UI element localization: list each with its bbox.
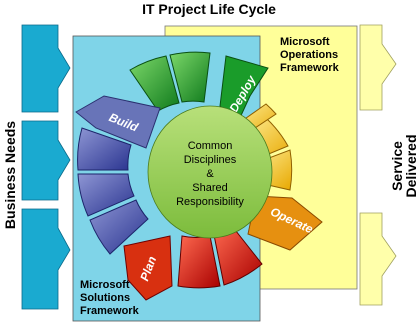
operate-arrow — [247, 195, 323, 251]
service-delivered-line2: Delivered — [403, 134, 418, 197]
deploy-segment-2 — [169, 51, 211, 103]
msf-label-line2: Solutions — [80, 292, 130, 304]
msf-label-line1: Microsoft — [80, 279, 130, 291]
mof-label-line1: Microsoft — [280, 36, 330, 48]
input-arrow-2 — [21, 120, 71, 201]
build-segment-1 — [77, 127, 132, 171]
center-text-line3: & — [206, 168, 214, 180]
center-text-line2: Disciplines — [184, 154, 237, 166]
center-text-line1: Common — [188, 140, 233, 152]
center-text-line5: Responsibility — [176, 196, 244, 208]
mof-label-line3: Framework — [280, 62, 340, 74]
center-circle — [147, 105, 273, 239]
plan-phase: Plan — [123, 235, 173, 301]
deploy-segment-1 — [129, 55, 180, 112]
center-text-line4: Shared — [192, 182, 227, 194]
deploy-arrow — [219, 55, 269, 123]
build-segment-3 — [89, 199, 149, 255]
input-arrow-3 — [21, 208, 71, 310]
input-arrow-1 — [21, 24, 71, 113]
input-arrows — [21, 24, 71, 310]
mof-label-line2: Operations — [280, 49, 338, 61]
diagram-title: IT Project Life Cycle — [142, 1, 276, 17]
build-arrow — [75, 95, 161, 149]
operate-phase: Operate — [247, 195, 323, 251]
output-arrow-2 — [359, 212, 397, 306]
output-arrow-1 — [359, 24, 397, 111]
msf-label-line3: Framework — [80, 305, 140, 317]
service-delivered-line1: Service — [389, 141, 405, 191]
build-phase: Build — [75, 95, 161, 149]
output-arrows — [359, 24, 397, 306]
build-segment-2 — [77, 173, 135, 217]
business-needs-label: Business Needs — [2, 121, 18, 229]
plan-arrow — [123, 235, 173, 301]
